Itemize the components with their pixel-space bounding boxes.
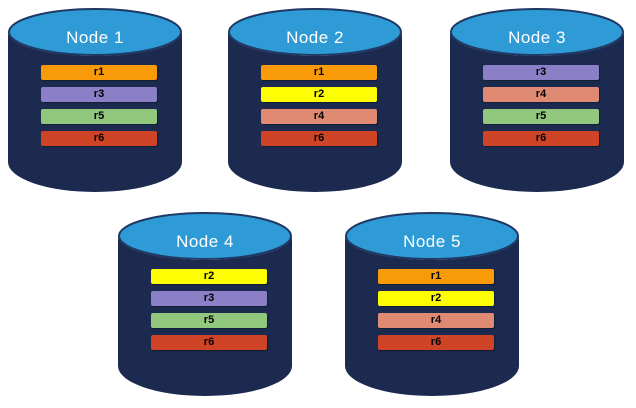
replica-bar-list: r1 r3 r5 r6	[41, 65, 157, 153]
replica-bar-label: r6	[203, 336, 215, 348]
replica-bar-label: r3	[535, 66, 547, 78]
replica-bar-r3[interactable]: r3	[151, 291, 267, 306]
replica-bar-label: r4	[430, 314, 442, 326]
replica-bar-r3[interactable]: r3	[483, 65, 599, 80]
cylinder-top-lid	[450, 8, 624, 56]
replica-bar-r1[interactable]: r1	[41, 65, 157, 80]
replica-bar-r2[interactable]: r2	[261, 87, 377, 102]
replica-bar-label: r4	[535, 88, 547, 100]
replica-bar-r6[interactable]: r6	[261, 131, 377, 146]
replica-bar-r4[interactable]: r4	[261, 109, 377, 124]
replica-bar-r1[interactable]: r1	[378, 269, 494, 284]
replica-bar-r5[interactable]: r5	[41, 109, 157, 124]
replica-bar-r6[interactable]: r6	[483, 131, 599, 146]
replica-bar-r5[interactable]: r5	[483, 109, 599, 124]
replica-bar-label: r1	[313, 66, 325, 78]
replica-bar-label: r2	[203, 270, 215, 282]
replica-bar-r6[interactable]: r6	[41, 131, 157, 146]
replica-bar-r4[interactable]: r4	[483, 87, 599, 102]
replica-bar-r2[interactable]: r2	[378, 291, 494, 306]
replica-bar-r6[interactable]: r6	[378, 335, 494, 350]
replica-bar-list: r1 r2 r4 r6	[261, 65, 377, 153]
replica-bar-label: r6	[313, 132, 325, 144]
cylinder-top-lid	[118, 212, 292, 260]
replica-bar-label: r2	[430, 292, 442, 304]
replica-bar-label: r1	[93, 66, 105, 78]
replica-bar-label: r5	[203, 314, 215, 326]
cylinder-top-lid	[8, 8, 182, 56]
replica-bar-list: r3 r4 r5 r6	[483, 65, 599, 153]
replica-bar-list: r1 r2 r4 r6	[378, 269, 494, 357]
replica-bar-r4[interactable]: r4	[378, 313, 494, 328]
replica-bar-label: r2	[313, 88, 325, 100]
replica-bar-label: r1	[430, 270, 442, 282]
replica-bar-list: r2 r3 r5 r6	[151, 269, 267, 357]
replica-bar-r3[interactable]: r3	[41, 87, 157, 102]
cylinder-top-lid	[228, 8, 402, 56]
cylinder-top-lid	[345, 212, 519, 260]
replica-bar-label: r5	[535, 110, 547, 122]
replica-bar-label: r5	[93, 110, 105, 122]
replica-bar-r2[interactable]: r2	[151, 269, 267, 284]
replica-bar-label: r3	[93, 88, 105, 100]
replica-bar-r1[interactable]: r1	[261, 65, 377, 80]
replica-bar-label: r6	[430, 336, 442, 348]
replica-bar-label: r4	[313, 110, 325, 122]
replica-bar-label: r3	[203, 292, 215, 304]
replica-bar-label: r6	[93, 132, 105, 144]
replica-bar-label: r6	[535, 132, 547, 144]
replica-bar-r5[interactable]: r5	[151, 313, 267, 328]
replica-bar-r6[interactable]: r6	[151, 335, 267, 350]
